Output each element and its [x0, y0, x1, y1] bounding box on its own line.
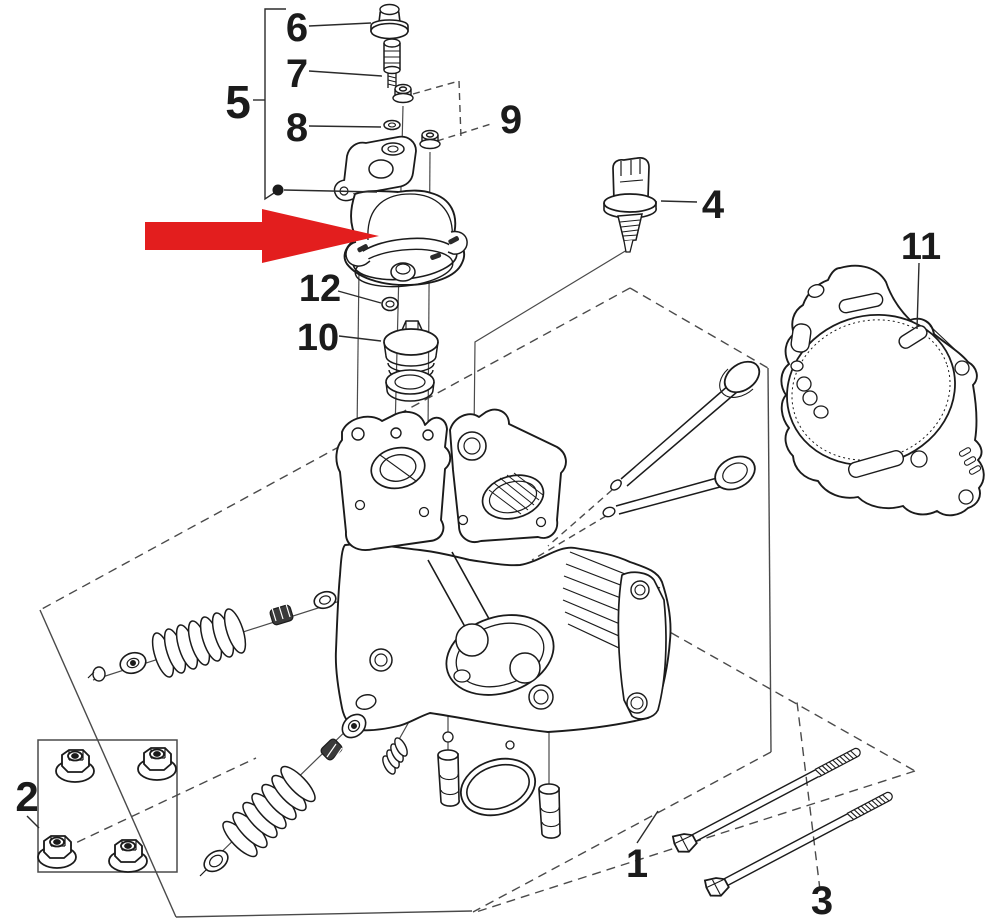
nuts-box — [37, 739, 178, 873]
callout-4: 4 — [702, 183, 725, 227]
valves — [602, 360, 761, 518]
callout-10: 10 — [297, 317, 339, 359]
leader-2 — [26, 815, 40, 829]
leader-4 — [660, 200, 698, 203]
callout-7: 7 — [286, 52, 308, 96]
leader-lines — [26, 8, 920, 844]
red-arrow-icon — [145, 209, 379, 263]
valve-keepers-lower — [320, 738, 343, 762]
nuts-box-frame — [37, 739, 178, 873]
callout-12: 12 — [299, 268, 341, 310]
leader-8 — [308, 125, 382, 128]
thermostat — [383, 320, 439, 402]
callout-8: 8 — [286, 106, 308, 150]
washer — [383, 119, 401, 131]
valve-spring-left — [87, 590, 337, 682]
bleed-screw — [383, 38, 401, 88]
flange-nut-3 — [37, 835, 77, 869]
bracket-5 — [253, 8, 378, 201]
callout-3: 3 — [811, 879, 833, 919]
valve-intake — [610, 360, 761, 491]
o-ring-small — [381, 296, 399, 312]
callout-9: 9 — [500, 98, 522, 142]
valve-spring-lower — [199, 713, 367, 877]
coil-spring-lower — [222, 765, 316, 858]
cylinder-head — [334, 408, 672, 750]
flange-nut-1 — [55, 749, 95, 783]
coil-spring-left — [151, 608, 247, 678]
dowel-pins — [437, 749, 561, 839]
callout-11: 11 — [901, 226, 941, 268]
flange-nut-2 — [137, 747, 177, 781]
leader-3 — [796, 701, 821, 891]
small-spring — [382, 737, 408, 775]
callout-5: 5 — [225, 76, 251, 128]
leader-6 — [308, 22, 372, 27]
leader-1 — [636, 810, 659, 844]
filler-cap — [370, 3, 409, 40]
leader-11 — [916, 262, 920, 330]
callout-6: 6 — [286, 6, 308, 50]
valve-seal-left — [269, 603, 294, 626]
screws-9-bracket — [412, 80, 495, 142]
valve-exhaust — [602, 455, 756, 518]
flange-nut-4 — [108, 839, 148, 873]
leader-10 — [338, 335, 382, 342]
callout-1: 1 — [626, 842, 648, 886]
sensor-leader — [473, 249, 628, 437]
temp-sensor — [603, 157, 657, 253]
dowel-pin-2 — [538, 783, 561, 839]
head-gasket — [780, 264, 985, 517]
port-hatching — [488, 472, 544, 515]
leader-12 — [337, 290, 382, 304]
leader-7 — [308, 70, 383, 77]
dowel-pin-1 — [437, 749, 460, 807]
callout-2: 2 — [15, 773, 38, 820]
thermostat-cover — [333, 135, 468, 288]
o-ring-large — [460, 757, 536, 817]
